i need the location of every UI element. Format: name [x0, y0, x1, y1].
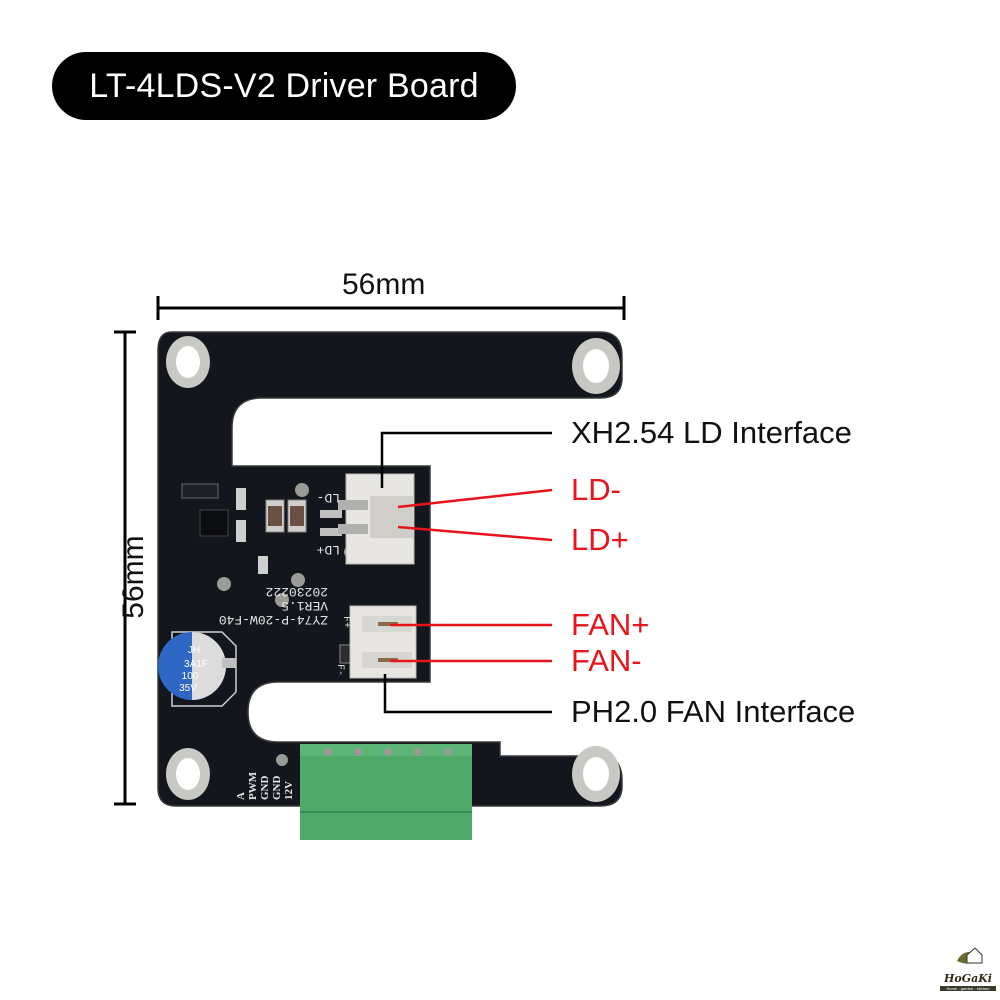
- green-terminal-block: [300, 744, 472, 840]
- silk-ld-plus: LD+: [316, 542, 340, 557]
- silkscreen-text: LD- LD+ 20230222 VER1.5 ZY74-P-20W-F40 F…: [219, 490, 351, 676]
- callout-line-ph-interface: [383, 674, 552, 714]
- width-dimension-line: [156, 296, 626, 320]
- callout-ld-plus: LD+: [571, 522, 629, 557]
- house-leaf-icon: [957, 947, 983, 964]
- pin-label-pwm: PWM: [247, 771, 259, 800]
- title-banner: LT-4LDS-V2 Driver Board: [52, 52, 516, 120]
- pin-label-gnd-1: GND: [259, 776, 271, 801]
- callout-ph-interface: PH2.0 FAN Interface: [571, 694, 856, 729]
- terminal-pin-labels: A PWM GND GND 12V: [235, 771, 295, 800]
- callout-fan-plus: FAN+: [571, 607, 650, 642]
- silk-version: VER1.5: [281, 598, 328, 613]
- pin-label-gnd-2: GND: [271, 776, 283, 801]
- mounting-hole-top-left: [166, 336, 210, 388]
- callout-line-ld-plus: [397, 525, 553, 542]
- electrolytic-capacitor: [158, 631, 237, 707]
- callout-line-ld-minus: [397, 488, 553, 509]
- logo-tagline: Home - garden - kitchen: [940, 986, 996, 991]
- pin-label-12v: 12V: [283, 781, 295, 800]
- ph20-fan-connector: [349, 605, 417, 679]
- cap-brand: JH: [188, 645, 200, 656]
- callout-xh-interface: XH2.54 LD Interface: [571, 415, 852, 450]
- mounting-hole-bottom-left: [166, 748, 210, 800]
- cap-code: 3A1F: [184, 659, 208, 670]
- cap-capacitance: 100: [182, 671, 199, 682]
- cap-voltage: 35V: [179, 683, 197, 694]
- hogaki-logo: HoGaKi Home - garden - kitchen: [940, 945, 996, 991]
- silk-fan-plus: F+: [340, 616, 351, 628]
- silk-date: 20230222: [266, 584, 328, 599]
- height-dimension-label: 56mm: [117, 535, 150, 619]
- xh254-ld-connector: [338, 473, 415, 565]
- capacitor-text: JH 3A1F 100 35V: [179, 645, 208, 694]
- callout-ld-minus: LD-: [571, 472, 621, 507]
- silk-fan-minus: F-: [334, 664, 345, 676]
- pin-label-a: A: [235, 792, 247, 800]
- width-dimension-label: 56mm: [342, 268, 426, 301]
- mounting-hole-top-right: [572, 338, 620, 394]
- silk-model: ZY74-P-20W-F40: [219, 612, 328, 627]
- title-text: LT-4LDS-V2 Driver Board: [89, 66, 479, 105]
- callout-line-xh-interface: [380, 431, 552, 488]
- callout-fan-minus: FAN-: [571, 643, 642, 678]
- height-dimension-line: [114, 330, 136, 806]
- pcb-board: [157, 331, 623, 807]
- logo-name: HoGaKi: [944, 972, 992, 985]
- smd-components: [181, 483, 353, 664]
- silk-ld-minus: LD-: [317, 490, 340, 505]
- mounting-hole-bottom-right: [572, 746, 620, 802]
